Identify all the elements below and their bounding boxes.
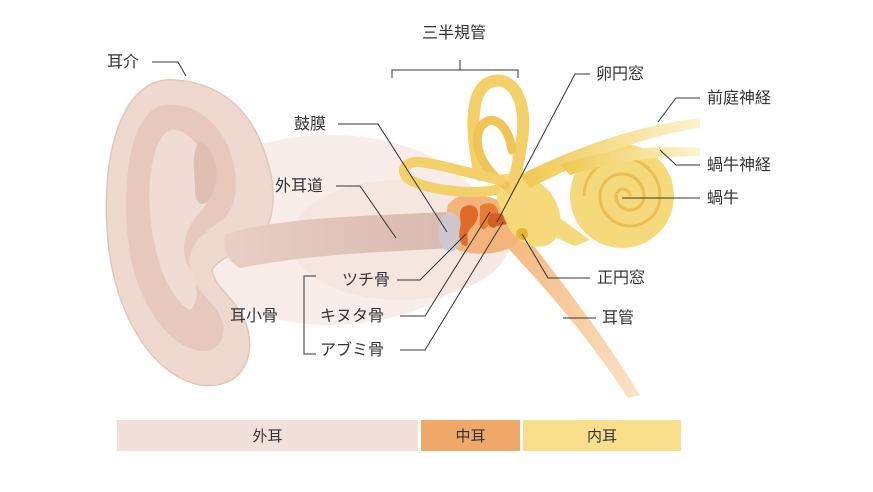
label-eardrum: 鼓膜 [294, 114, 327, 133]
label-cochlear-nerve: 蝸牛神経 [707, 155, 772, 174]
label-ear-canal: 外耳道 [275, 176, 324, 195]
label-semicircular-canals: 三半規管 [422, 23, 487, 42]
band-middle-ear: 中耳 [421, 420, 520, 451]
label-incus: キヌタ骨 [320, 306, 385, 325]
label-malleus: ツチ骨 [342, 270, 391, 289]
eustachian-tube-shape [500, 225, 640, 398]
inner-ear-shape [398, 74, 674, 248]
ear-canal-shape [224, 212, 452, 268]
band-inner-ear: 内耳 [523, 420, 681, 451]
label-cochlea: 蝸牛 [707, 188, 740, 207]
band-outer-ear: 外耳 [117, 420, 418, 451]
label-vestibular-nerve: 前庭神経 [707, 88, 772, 107]
auricle-shape [105, 79, 274, 387]
label-eustachian-tube: 耳管 [602, 308, 635, 327]
eardrum-shape [438, 212, 462, 252]
label-ossicles: 耳小骨 [230, 306, 279, 325]
label-stapes: アブミ骨 [320, 340, 385, 359]
label-oval-window: 卵円窓 [596, 64, 645, 83]
label-round-window: 正円窓 [597, 268, 646, 287]
leader-lines [152, 60, 700, 355]
label-auricle: 耳介 [107, 52, 140, 71]
